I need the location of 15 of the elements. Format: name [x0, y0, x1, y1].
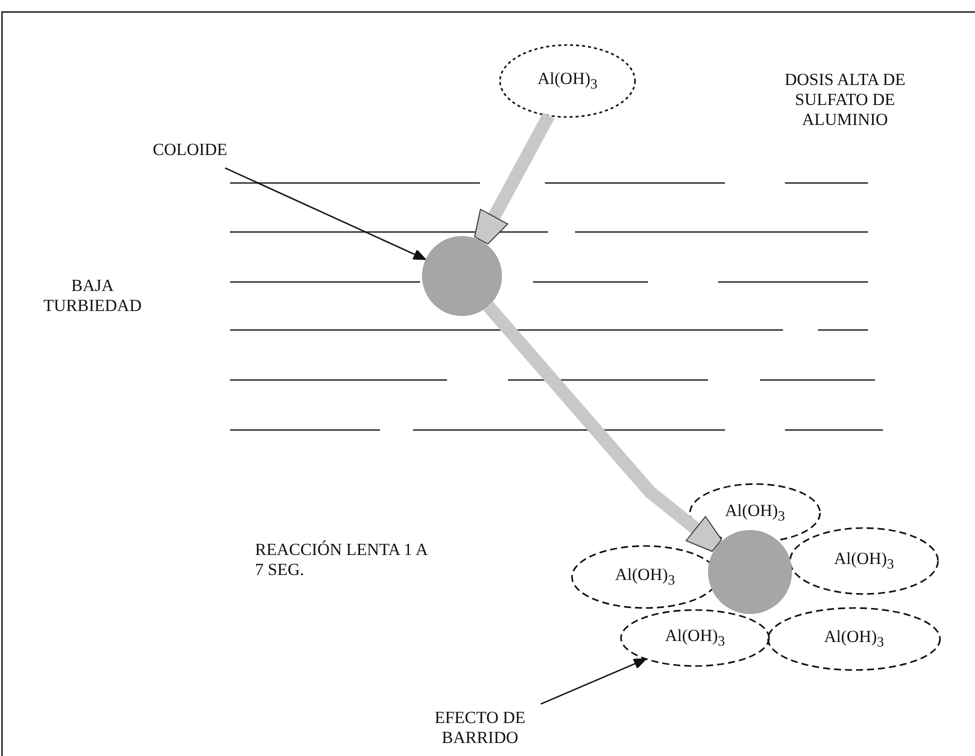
annotation-text: BAJA TURBIEDAD — [42, 276, 143, 316]
formula-label: Al(OH)$_{3}$ — [615, 564, 675, 590]
arrow — [224, 167, 426, 260]
colloid-particle — [422, 236, 502, 316]
formula-label: Al(OH)$_{3}$ — [725, 500, 785, 526]
colloid-particle — [708, 530, 792, 614]
formula-label: Al(OH)$_{3}$ — [834, 548, 894, 574]
formula-label: Al(OH)$_{3}$ — [538, 68, 598, 94]
arrow — [540, 658, 646, 705]
formula-label: Al(OH)$_{3}$ — [665, 626, 725, 650]
annotation-text: REACCIÓN LENTA 1 A 7 SEG. — [255, 540, 428, 580]
annotation-text: DOSIS ALTA DE SULFATO DE ALUMINIO — [784, 70, 906, 130]
callout-label: COLOIDE — [140, 140, 240, 164]
formula-label: Al(OH)$_{3}$ — [824, 626, 884, 652]
callout-label: EFECTO DE BARRIDO — [415, 708, 545, 752]
